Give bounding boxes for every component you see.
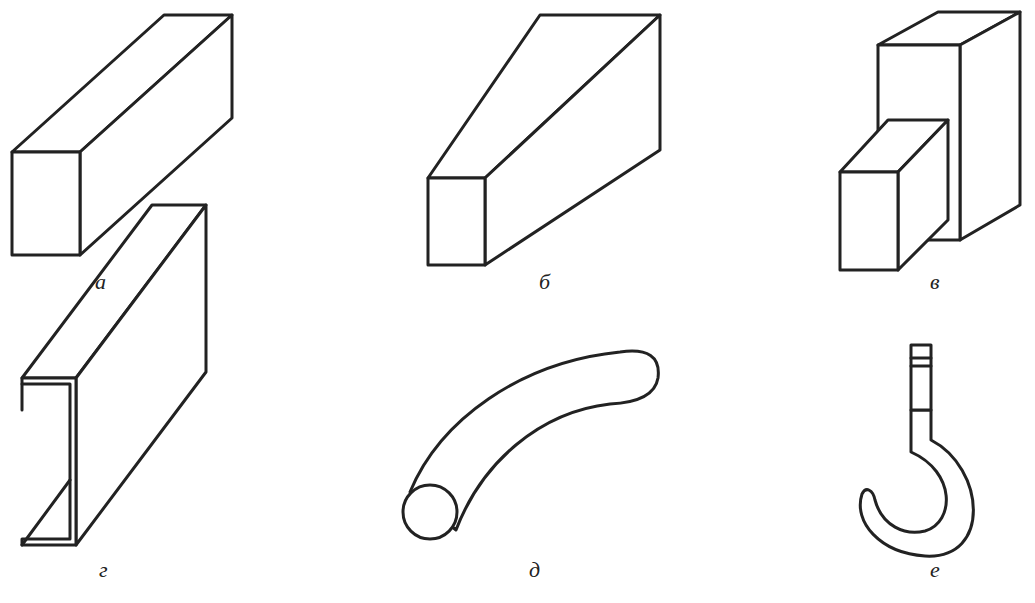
curved-rod [403, 351, 658, 539]
crane-hook [860, 345, 973, 556]
figure-letter: б [539, 271, 550, 293]
figure-letter: д [529, 559, 540, 581]
figure-letter: г [99, 559, 108, 581]
figure-letter: в [930, 271, 940, 293]
channel-profile [22, 205, 206, 545]
figure-letter: е [930, 559, 940, 581]
stepped-block [840, 12, 1020, 270]
figure-letter: а [95, 271, 106, 293]
tapered-bar [428, 15, 660, 265]
